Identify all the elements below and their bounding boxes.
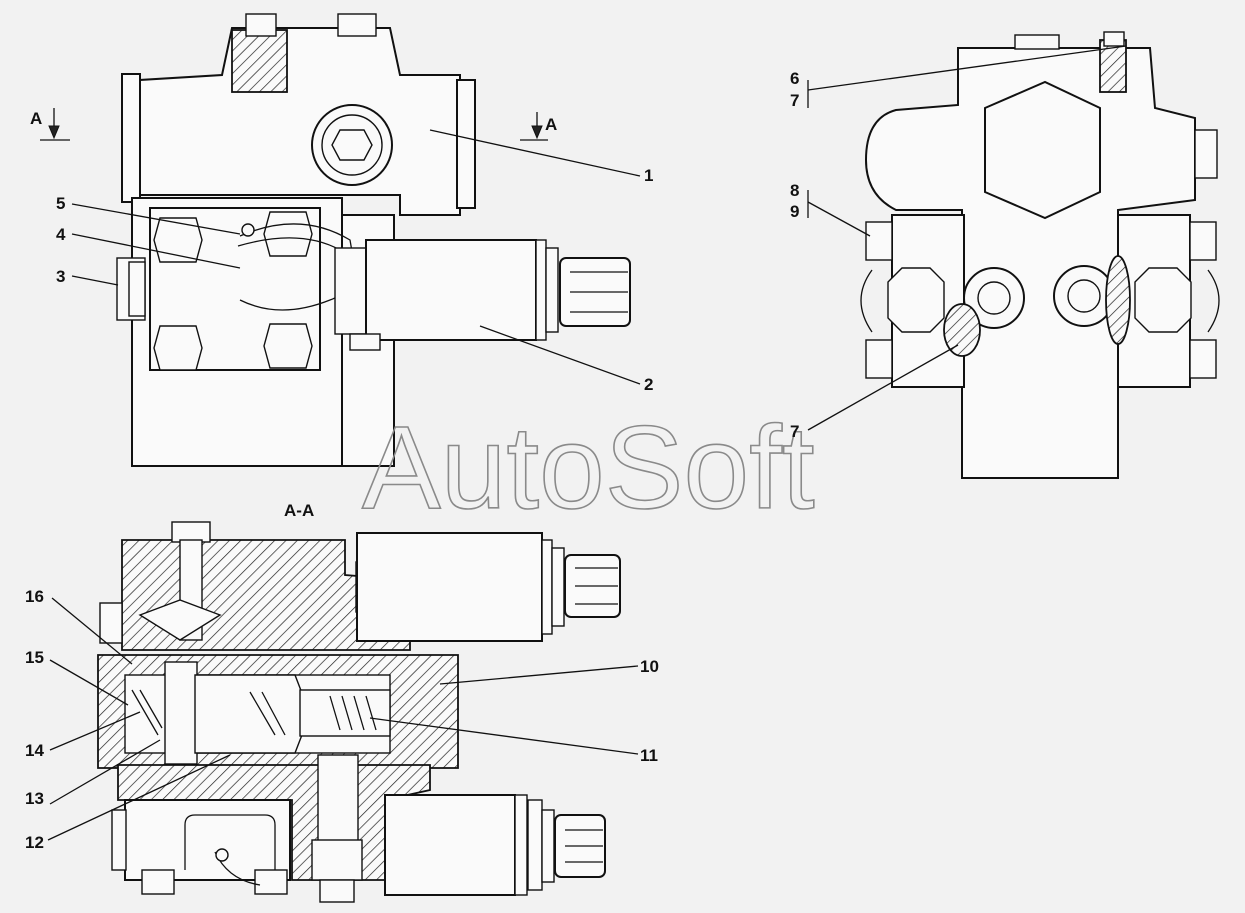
- callout-2: 2: [644, 375, 653, 394]
- callout-5: 5: [56, 194, 65, 213]
- callout-1: 1: [644, 166, 653, 185]
- section-marker-right: A: [520, 112, 557, 141]
- callout-16: 16: [25, 587, 44, 606]
- callout-14: 14: [25, 741, 44, 760]
- callout-7-bottom: 7: [790, 422, 799, 441]
- section-marker-right-label: A: [545, 115, 557, 134]
- section-view: [97, 521, 621, 903]
- callout-6: 6: [790, 69, 799, 88]
- watermark: AutoSoft: [362, 402, 815, 534]
- callout-7-top: 7: [790, 91, 799, 110]
- callout-12: 12: [25, 833, 44, 852]
- callout-15: 15: [25, 648, 44, 667]
- section-marker-left: A: [30, 108, 70, 141]
- callout-13: 13: [25, 789, 44, 808]
- callout-10: 10: [640, 657, 659, 676]
- section-title: A-A: [284, 501, 314, 520]
- side-view: [860, 31, 1220, 479]
- callout-8: 8: [790, 181, 799, 200]
- callout-4: 4: [56, 225, 66, 244]
- callout-9: 9: [790, 202, 799, 221]
- section-marker-left-label: A: [30, 109, 42, 128]
- callout-3: 3: [56, 267, 65, 286]
- callout-11: 11: [640, 746, 658, 765]
- leader-lines: [47, 45, 1127, 841]
- callout-labels: 1 2 3 4 5 6 7 8 9 7 10 11 12 13 14 15 16: [25, 69, 799, 852]
- front-view: [116, 13, 631, 467]
